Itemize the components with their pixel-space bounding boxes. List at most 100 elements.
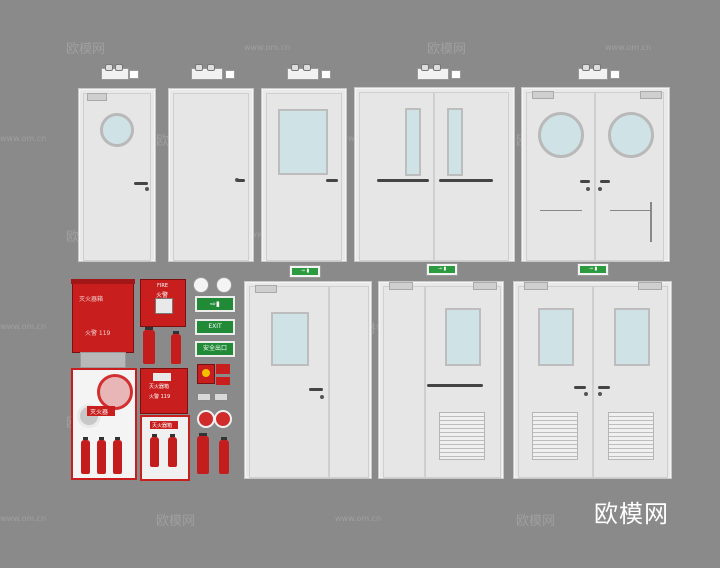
door-window [278, 109, 328, 175]
watermark-brand: 欧模网 [427, 42, 467, 57]
lock-knob [598, 392, 602, 396]
fire-sign [216, 377, 230, 385]
exit-sign-box: EXIT [194, 318, 236, 336]
alarm-button [155, 298, 173, 314]
extinguisher-icon [171, 331, 181, 364]
fire-sign [197, 364, 215, 384]
door-closer [524, 282, 548, 290]
watermark-site: www.om.cn [0, 322, 47, 331]
fire-door-unequal-double [244, 281, 372, 479]
extinguisher-icon [150, 434, 159, 467]
door-window [271, 312, 309, 366]
extinguisher-icon [219, 437, 229, 474]
extinguisher-icon [113, 437, 122, 474]
emergency-lamp [193, 277, 209, 293]
fire-door-double-vent [513, 281, 672, 479]
watermark-site: www.om.cn [335, 514, 382, 523]
door-window [538, 308, 574, 366]
panic-bar [377, 179, 429, 182]
door-handle [309, 388, 323, 391]
door-window [614, 308, 650, 366]
brand-logo: 欧模网 [594, 500, 669, 528]
fire-door-plain [168, 88, 254, 262]
door-closer [255, 285, 277, 293]
louver-vent [439, 412, 485, 460]
door-handle [580, 180, 590, 183]
fire-hydrant-cabinet-glass: 灭火器 [71, 368, 137, 480]
door-window [447, 108, 463, 176]
exit-sign: → ▮ [426, 263, 458, 276]
exit-sign: → ▮ [577, 263, 609, 276]
door-handle [326, 179, 338, 182]
watermark-site: www.om.cn [0, 134, 47, 143]
door-closer [473, 282, 497, 290]
lock-knob [320, 395, 324, 399]
door-closer [638, 282, 662, 290]
exit-sign-box: ⇨▮ [194, 295, 236, 313]
flush-bolt [650, 202, 652, 242]
fire-sign [216, 364, 230, 374]
porthole-window [100, 113, 134, 147]
fire-door-window [261, 88, 347, 262]
watermark-brand: 欧模网 [516, 514, 556, 529]
lock-knob [586, 187, 590, 191]
lock-knob [145, 187, 149, 191]
extinguisher-icon [97, 437, 106, 474]
exit-sign: → ▮ [289, 265, 321, 278]
extinguisher-icon [81, 437, 90, 474]
fire-alarm-panel: FIRE 火警 [140, 279, 186, 327]
extinguisher-sign: 灭火器 [87, 406, 115, 416]
watermark-brand: 欧模网 [66, 42, 106, 57]
watermark-site: www.om.cn [605, 43, 652, 52]
alarm-bell [197, 410, 215, 428]
louver-vent [532, 412, 578, 460]
watermark-site: www.om.cn [0, 514, 47, 523]
alarm-bell [214, 410, 232, 428]
door-handle [600, 180, 610, 183]
watermark-site: www.om.cn [244, 43, 291, 52]
lock-knob [598, 187, 602, 191]
kick-line [610, 210, 650, 211]
porthole-window [538, 112, 584, 158]
cabinet-label: 灭火器箱 [79, 296, 104, 303]
door-handle [598, 386, 610, 389]
door-handle [574, 386, 586, 389]
porthole-window [608, 112, 654, 158]
panic-bar [427, 384, 483, 387]
panic-bar [439, 179, 493, 182]
cabinet-sublabel: 火警 119 [85, 330, 111, 337]
extinguisher-icon [143, 327, 155, 364]
lock-knob [584, 392, 588, 396]
fire-door-unequal-double-vent [378, 281, 504, 479]
fire-door-double-panic-bar [354, 87, 515, 262]
door-window [405, 108, 421, 176]
door-closer [640, 91, 662, 99]
door-closer [389, 282, 413, 290]
kick-line [540, 210, 582, 211]
fire-door-porthole [78, 88, 156, 262]
door-window [445, 308, 481, 366]
door-closer [87, 93, 107, 101]
door-closer [532, 91, 554, 99]
fire-door-double-porthole [521, 87, 670, 262]
fire-hydrant-cabinet-top: 灭火器箱 火警 119 [71, 279, 135, 353]
door-handle [237, 179, 245, 182]
hose-reel [97, 374, 133, 410]
exit-sign-box: 安全出口 [194, 340, 236, 358]
detector [214, 393, 228, 401]
detector [197, 393, 211, 401]
extinguisher-cabinet-glass: 灭火器箱 [140, 415, 190, 481]
emergency-light [578, 64, 620, 80]
emergency-lamp [216, 277, 232, 293]
extinguisher-icon [168, 434, 177, 467]
extinguisher-box: 灭火器箱 火警 119 [140, 368, 188, 414]
emergency-light [417, 64, 461, 80]
door-handle [134, 182, 148, 185]
louver-vent [608, 412, 654, 460]
emergency-light [101, 64, 139, 80]
cabinet-base [80, 352, 126, 368]
emergency-light [191, 64, 235, 80]
extinguisher-icon [197, 433, 209, 474]
watermark-brand: 欧模网 [156, 514, 196, 529]
emergency-light [287, 64, 331, 80]
